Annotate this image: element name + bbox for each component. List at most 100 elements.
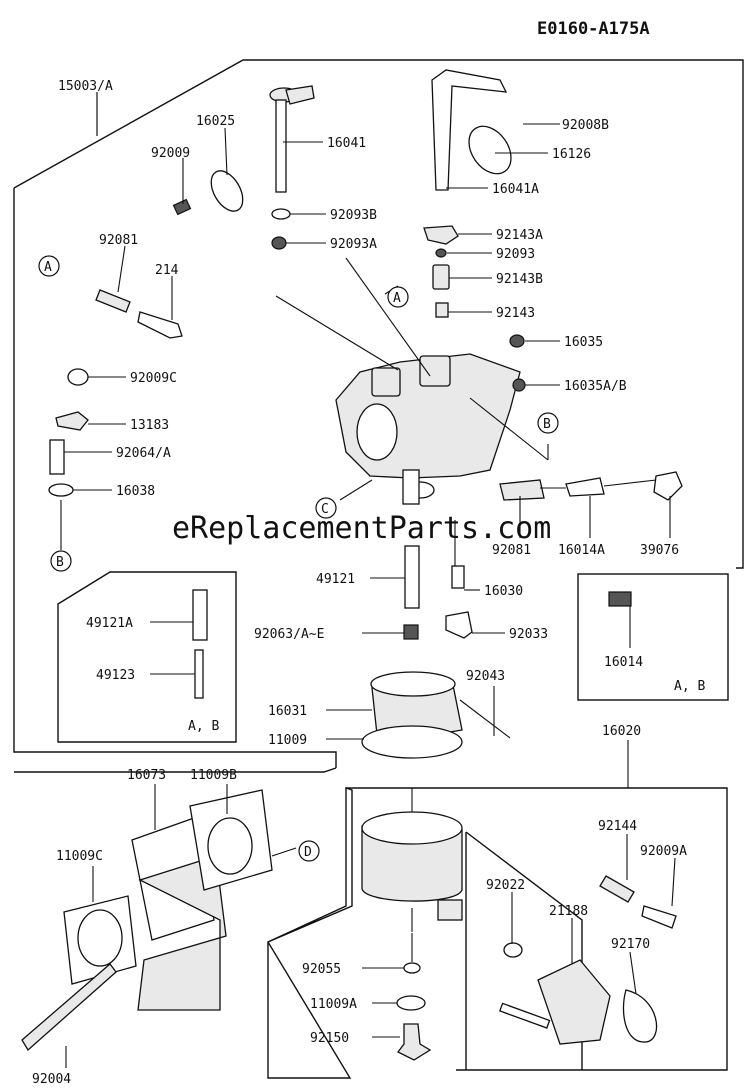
label-11009B: 11009B — [190, 768, 237, 783]
gasket-11009B-hole — [207, 817, 253, 875]
diagram-code: E0160-A175A — [537, 19, 650, 39]
label-16020: 16020 — [602, 724, 641, 739]
label-11009: 11009 — [268, 733, 307, 748]
throttle-shaft — [269, 85, 315, 193]
callout-c: C — [315, 497, 337, 519]
o-ring-16038 — [48, 483, 74, 497]
label-49123: 49123 — [96, 668, 135, 683]
label-11009A: 11009A — [310, 997, 357, 1012]
label-92143A: 92143A — [496, 228, 543, 243]
spring-92081 — [95, 289, 131, 313]
screw-214 — [137, 311, 183, 339]
gasket-11009C-hole — [77, 909, 123, 967]
label-92009: 92009 — [151, 146, 190, 161]
label-16126: 16126 — [552, 147, 591, 162]
label-92081-b: 92081 — [492, 543, 531, 558]
label-92009C: 92009C — [130, 371, 177, 386]
label-92144: 92144 — [598, 819, 637, 834]
watermark: eReplacementParts.com — [172, 511, 551, 546]
label-16025: 16025 — [196, 114, 235, 129]
assembly-frame-left — [13, 188, 337, 768]
manifold-frame — [14, 767, 337, 773]
label-92055: 92055 — [302, 962, 341, 977]
label-92093B: 92093B — [330, 208, 377, 223]
label-92093A: 92093A — [330, 237, 377, 252]
label-16035AB: 16035A/B — [564, 379, 627, 394]
label-92063: 92063/A~E — [254, 627, 324, 642]
label-16035: 16035 — [564, 335, 603, 350]
clip-92033 — [445, 611, 473, 639]
stud-92004 — [21, 963, 117, 1052]
label-92143: 92143 — [496, 306, 535, 321]
svg-text:B: B — [56, 555, 64, 570]
needle-16030 — [451, 565, 465, 589]
emulsion-tube-49121 — [404, 545, 420, 609]
callout-b-2: B — [50, 550, 72, 572]
callout-b-1: B — [537, 412, 559, 434]
seal-92093A — [271, 236, 287, 250]
svg-text:C: C — [321, 502, 329, 517]
float-bowl — [361, 811, 463, 921]
label-16038: 16038 — [116, 484, 155, 499]
solenoid-frame — [266, 787, 353, 1079]
label-16073: 16073 — [127, 768, 166, 783]
label-92064A: 92064/A — [116, 446, 171, 461]
bracket-13183 — [55, 411, 89, 431]
label-92150: 92150 — [310, 1031, 349, 1046]
label-49121A: 49121A — [86, 616, 133, 631]
callout-d: D — [298, 840, 320, 862]
tube-49121A — [192, 589, 208, 641]
leader-lines — [60, 92, 676, 1068]
callout-a-2: A — [387, 286, 409, 308]
label-16041A: 16041A — [492, 182, 539, 197]
gasket-11009 — [361, 725, 463, 759]
label-92022: 92022 — [486, 878, 525, 893]
o-ring-92022 — [503, 942, 523, 958]
assembly-frame — [13, 59, 744, 569]
label-16014A: 16014A — [558, 543, 605, 558]
label-92143B: 92143B — [496, 272, 543, 287]
label-16041: 16041 — [327, 136, 366, 151]
label-92033: 92033 — [509, 627, 548, 642]
callout-a-1: A — [38, 255, 60, 277]
svg-text:A: A — [393, 291, 401, 306]
variant-box-left — [57, 571, 237, 743]
clamp-92170 — [622, 989, 658, 1043]
spacer-92143B — [432, 264, 450, 290]
label-16031: 16031 — [268, 704, 307, 719]
label-16030: 16030 — [484, 584, 523, 599]
svg-text:A: A — [44, 260, 52, 275]
cap-92143A — [423, 225, 459, 245]
cap-39076 — [653, 471, 683, 501]
label-13183: 13183 — [130, 418, 169, 433]
bolt-92150 — [397, 1023, 432, 1061]
label-92009A: 92009A — [640, 844, 687, 859]
label-92170: 92170 — [611, 937, 650, 952]
jet-92063 — [403, 624, 419, 640]
label-11009C: 11009C — [56, 849, 103, 864]
choke-shaft — [431, 69, 508, 191]
svg-text:D: D — [304, 845, 312, 860]
label-92093: 92093 — [496, 247, 535, 262]
screw-16014 — [608, 591, 632, 607]
spring-92143 — [435, 302, 449, 318]
variant-box-right — [577, 573, 729, 701]
carburetor-body — [335, 334, 526, 505]
washer-92055 — [403, 962, 421, 974]
ring-92093 — [435, 248, 447, 258]
label-92004: 92004 — [32, 1072, 71, 1087]
label-92043: 92043 — [466, 669, 505, 684]
label-39076: 39076 — [640, 543, 679, 558]
label-21188: 21188 — [549, 904, 588, 919]
label-16014: 16014 — [604, 655, 643, 670]
solenoid-21188 — [499, 959, 611, 1045]
pin-92043 — [459, 699, 511, 739]
screw-92009C — [67, 368, 89, 386]
screw-92009A — [641, 905, 677, 929]
label-214: 214 — [155, 263, 179, 278]
label-49121: 49121 — [316, 572, 355, 587]
spring-92081-b — [499, 479, 545, 501]
gasket-11009A — [396, 995, 426, 1011]
throttle-plate — [210, 170, 244, 212]
